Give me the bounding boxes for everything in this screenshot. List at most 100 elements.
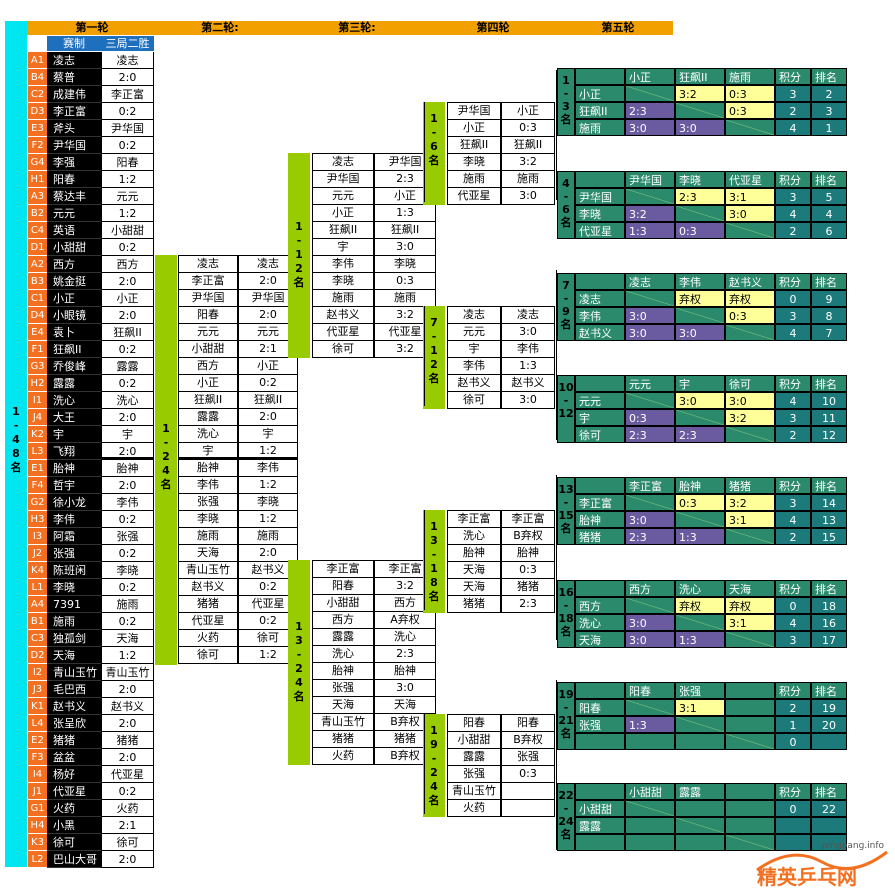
group-col-header [725,682,775,699]
connector [424,306,425,406]
r4_1-label-char: 名 [428,154,440,167]
group-col-header: 小甜甜 [625,783,675,800]
r4_3-player: 胎神 [447,545,501,562]
group-col-header: 积分 [775,477,811,494]
group-points: 3 [775,188,811,205]
player-name: 杨好 [47,766,101,783]
group-col-header: 赵书义 [725,273,775,290]
r3a-player: 李晓 [312,273,374,290]
r4_2-label-char: 7 [430,316,438,329]
group-col-header: 猪猪 [725,477,775,494]
r4_1-result: 狂飙II [501,137,555,154]
r4_2-player: 徐可 [447,392,501,409]
connector [556,680,557,850]
seed-code: C3 [28,630,47,647]
r2-result: 1:2 [238,443,298,460]
group-points: 2 [775,699,811,716]
group-col-header: 尹华国 [625,171,675,188]
r2-bar [155,255,177,665]
match-winner: 徐可 [101,834,154,851]
group-match-cell [725,119,775,136]
r4_3-top-border [447,510,555,511]
r3a-label-char: 名 [293,276,305,289]
group-match-cell [675,307,725,324]
group-row-player: 凌志 [575,290,625,307]
r4_4-label-char: 1 [430,724,438,737]
group-rank: 19 [811,699,847,716]
side-bar [5,21,27,867]
r4_2-result: 赵书义 [501,375,555,392]
r2-result: 1:2 [238,511,298,528]
player-name: 陈班闲 [47,562,101,579]
seed-code: F4 [28,477,47,494]
group-match-cell [625,290,675,307]
r3a-player: 尹华国 [312,171,374,188]
match-winner: 赵书义 [101,698,154,715]
seed-code: H2 [28,375,47,392]
player-name: 乔俊峰 [47,358,101,375]
group-match-cell [675,614,725,631]
seed-code: L1 [28,579,47,596]
match-score: 2:0 [101,409,154,426]
r2-result: 1:2 [238,647,298,664]
r4_4-player: 火药 [447,800,501,817]
match-winner: 阳春 [101,154,154,171]
r3a-player: 施雨 [312,290,374,307]
seed-code: A1 [28,52,47,69]
r2-label-char: 4 [162,464,170,477]
r2-player: 小甜甜 [178,341,238,358]
side-label-char: - [13,419,19,432]
group-match-cell [625,699,675,716]
group-rank: 20 [811,716,847,733]
match-score: 2:0 [101,443,154,460]
group-points: 4 [775,324,811,341]
player-name: 猪猪 [47,732,101,749]
player-name: 大王 [47,409,101,426]
match-score: 2:0 [101,477,154,494]
r4_1-player: 狂飙II [447,137,501,154]
match-winner: 代亚星 [101,766,154,783]
r2-player: 李伟 [178,477,238,494]
r3a-result: 施雨 [374,290,436,307]
group-corner [575,783,625,800]
group-col-header: 排名 [811,682,847,699]
r3a-label-char: 1 [295,248,303,261]
group-match-cell: 3:2 [725,409,775,426]
r4_2-player: 凌志 [447,307,501,324]
group-points: 0 [775,290,811,307]
r2-result: 李晓 [238,494,298,511]
r2-player: 代亚星 [178,613,238,630]
group-match-cell [675,102,725,119]
group-match-cell [725,716,775,733]
group-row-player: 猪猪 [575,528,625,545]
group-title-box [557,273,575,341]
group-points: 3 [775,494,811,511]
r3a-bar [288,153,310,358]
player-name: 7391 [47,596,101,613]
seed-code: D4 [28,307,47,324]
group-title-char: 名 [560,828,572,841]
group-title-char: 16 [558,586,574,599]
r4_1-label-char: 1 [430,112,438,125]
r4_4-result: 阳春 [501,715,555,732]
player-name: 小黑 [47,817,101,834]
group-points: 2 [775,426,811,443]
player-name: 李伟 [47,511,101,528]
group-match-cell [725,528,775,545]
r2-player: 凌志 [178,256,238,273]
group-rank [811,733,847,750]
group-points: 1 [775,716,811,733]
r4_4-label-char: 名 [428,794,440,807]
round-header-1: 第一轮 [75,21,109,34]
group-row-player [575,834,625,851]
r4_2-result: 3:0 [501,324,555,341]
player-name: 毛巴西 [47,681,101,698]
match-score: 0:2 [101,579,154,596]
group-col-header: 排名 [811,783,847,800]
group-title-char: 10 [558,381,574,394]
r3b-label-char: 名 [293,690,305,703]
match-winner: 凌志 [101,52,154,69]
r4_3-label-char: 名 [428,590,440,603]
group-match-cell: 3:0 [625,511,675,528]
round-header-bar [27,21,673,35]
